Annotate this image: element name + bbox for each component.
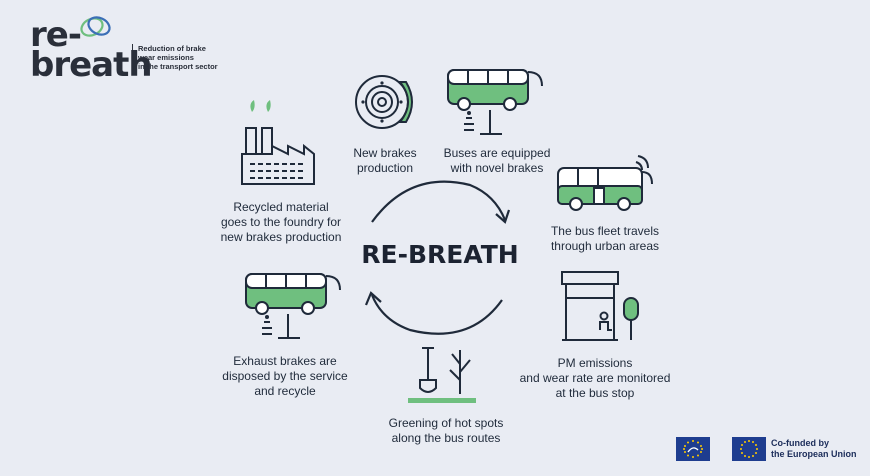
label-recycled: Recycled material goes to the foundry fo…: [206, 200, 356, 245]
bus-lift-icon: [447, 69, 543, 135]
cycle-arrow-top: [371, 180, 507, 223]
logo-tagline-line: in the transport sector: [138, 62, 218, 71]
label-buses-equipped: Buses are equipped with novel brakes: [432, 146, 562, 176]
brake-disc-icon: [355, 75, 413, 129]
label-new-brakes: New brakes production: [330, 146, 440, 176]
eu-text-line2: the European Union: [771, 449, 857, 459]
greening-icon: [408, 347, 476, 403]
factory-icon: [241, 100, 315, 185]
logo-tagline: Reduction of brake wear emissions in the…: [132, 44, 228, 71]
bus-lift-left-icon: [245, 273, 341, 339]
label-line: disposed by the service: [222, 369, 348, 383]
label-line: goes to the foundry for: [220, 215, 342, 229]
eu-cofunded-text: Co-funded by the European Union: [771, 438, 857, 460]
label-line: new brakes production: [220, 230, 342, 244]
label-line: and recycle: [254, 384, 316, 398]
label-line: through urban areas: [550, 239, 660, 253]
connected-bus-icon: [557, 155, 653, 211]
label-line: Recycled material: [233, 200, 329, 214]
label-line: PM emissions: [557, 356, 633, 370]
label-greening: Greening of hot spots along the bus rout…: [376, 416, 516, 446]
label-line: Buses are equipped: [443, 146, 551, 160]
bus-stop-icon: [561, 271, 639, 341]
label-line: Greening of hot spots: [388, 416, 504, 430]
eu-flag-icon: [732, 437, 766, 461]
label-line: and wear rate are monitored: [519, 371, 671, 385]
label-line: along the bus routes: [391, 431, 501, 445]
logo-rings-icon: [80, 16, 111, 37]
label-pm-emissions: PM emissions and wear rate are monitored…: [510, 356, 680, 401]
label-line: at the bus stop: [555, 386, 635, 400]
center-title: RE-BREATH: [361, 240, 519, 269]
arrowhead-top-icon: [495, 209, 511, 224]
cycle-arrow-bottom: [370, 294, 503, 335]
label-line: Exhaust brakes are: [233, 354, 337, 368]
logo-tagline-line: Reduction of brake: [138, 44, 206, 53]
logo-tagline-line: wear emissions: [138, 53, 194, 62]
label-fleet-travels: The bus fleet travels through urban area…: [540, 224, 670, 254]
life-logo-icon: [676, 437, 710, 461]
label-line: The bus fleet travels: [550, 224, 660, 238]
label-line: with novel brakes: [450, 161, 544, 175]
label-line: production: [356, 161, 414, 175]
eu-text-line1: Co-funded by: [771, 438, 829, 448]
label-line: New brakes: [353, 146, 417, 160]
arrowhead-bottom-icon: [364, 291, 382, 306]
label-exhaust-brakes: Exhaust brakes are disposed by the servi…: [210, 354, 360, 399]
logo-word-line1: re-: [30, 15, 82, 55]
